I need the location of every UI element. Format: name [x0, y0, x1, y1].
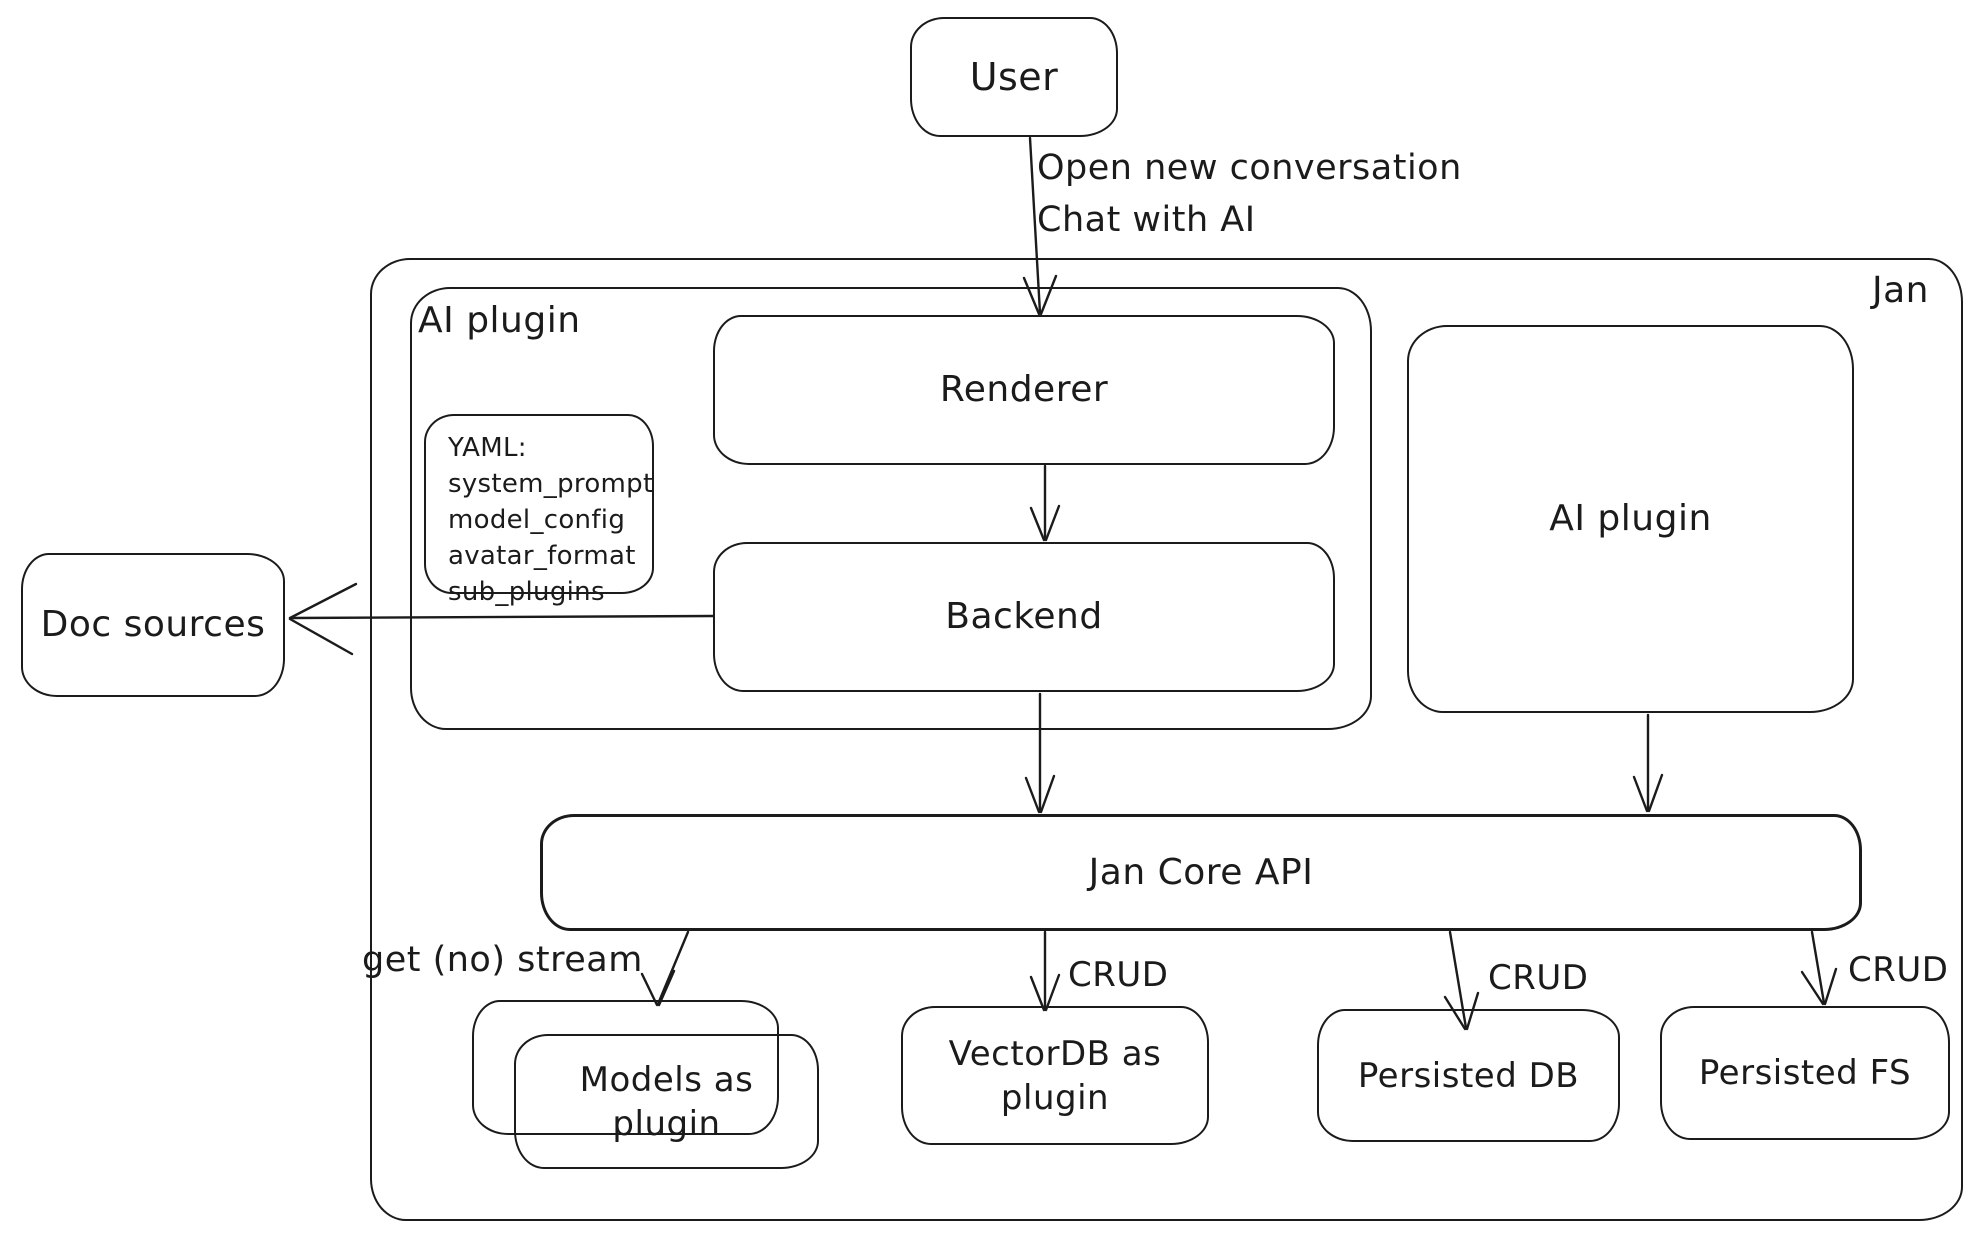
yaml-note: YAML: system_prompt model_config avatar_… — [424, 414, 654, 607]
node-persisted-fs-label: Persisted FS — [1698, 1053, 1912, 1093]
node-ai-plugin-right: AI plugin — [1407, 325, 1854, 713]
yaml-note-line: sub_plugins — [448, 577, 605, 607]
node-models-plugin-backdrop — [472, 1000, 779, 1135]
node-models-plugin-label: Models as plugin — [579, 1059, 754, 1144]
edge-label-get-no-stream: get (no) stream — [362, 940, 643, 980]
edge-label-crud-persisted-db: CRUD — [1488, 958, 1589, 998]
jan-container — [370, 258, 1963, 1221]
node-backend: Backend — [713, 542, 1335, 692]
node-persisted-db: Persisted DB — [1317, 1009, 1620, 1142]
edge-label-chat-with-ai: Chat with AI — [1037, 200, 1256, 240]
node-backend-label: Backend — [945, 596, 1103, 637]
node-renderer-label: Renderer — [939, 369, 1109, 410]
node-vectordb-plugin-label: VectorDB as plugin — [948, 1033, 1162, 1118]
edge-label-crud-vectordb: CRUD — [1068, 955, 1169, 995]
node-doc-sources-label: Doc sources — [40, 604, 266, 645]
node-user-label: User — [969, 55, 1059, 99]
node-jan-core-api-label: Jan Core API — [1088, 851, 1314, 893]
node-persisted-fs: Persisted FS — [1660, 1006, 1950, 1140]
jan-container-label: Jan — [1872, 270, 1929, 311]
yaml-note-line: system_prompt — [448, 469, 654, 499]
edge-label-crud-persisted-fs: CRUD — [1848, 950, 1949, 990]
yaml-note-line: avatar_format — [448, 541, 636, 571]
node-jan-core-api: Jan Core API — [540, 814, 1862, 931]
node-ai-plugin-right-label: AI plugin — [1549, 498, 1712, 539]
ai-plugin-container-label: AI plugin — [418, 300, 581, 341]
node-user: User — [910, 17, 1118, 137]
node-models-plugin: Models as plugin — [514, 1034, 819, 1169]
ai-plugin-container — [410, 287, 1372, 730]
node-doc-sources: Doc sources — [21, 553, 285, 697]
yaml-note-line: model_config — [448, 505, 626, 535]
edge-label-open-conversation: Open new conversation — [1037, 148, 1462, 188]
yaml-note-title: YAML: — [448, 433, 527, 463]
node-renderer: Renderer — [713, 315, 1335, 465]
node-persisted-db-label: Persisted DB — [1357, 1055, 1580, 1096]
node-vectordb-plugin: VectorDB as plugin — [901, 1006, 1209, 1145]
